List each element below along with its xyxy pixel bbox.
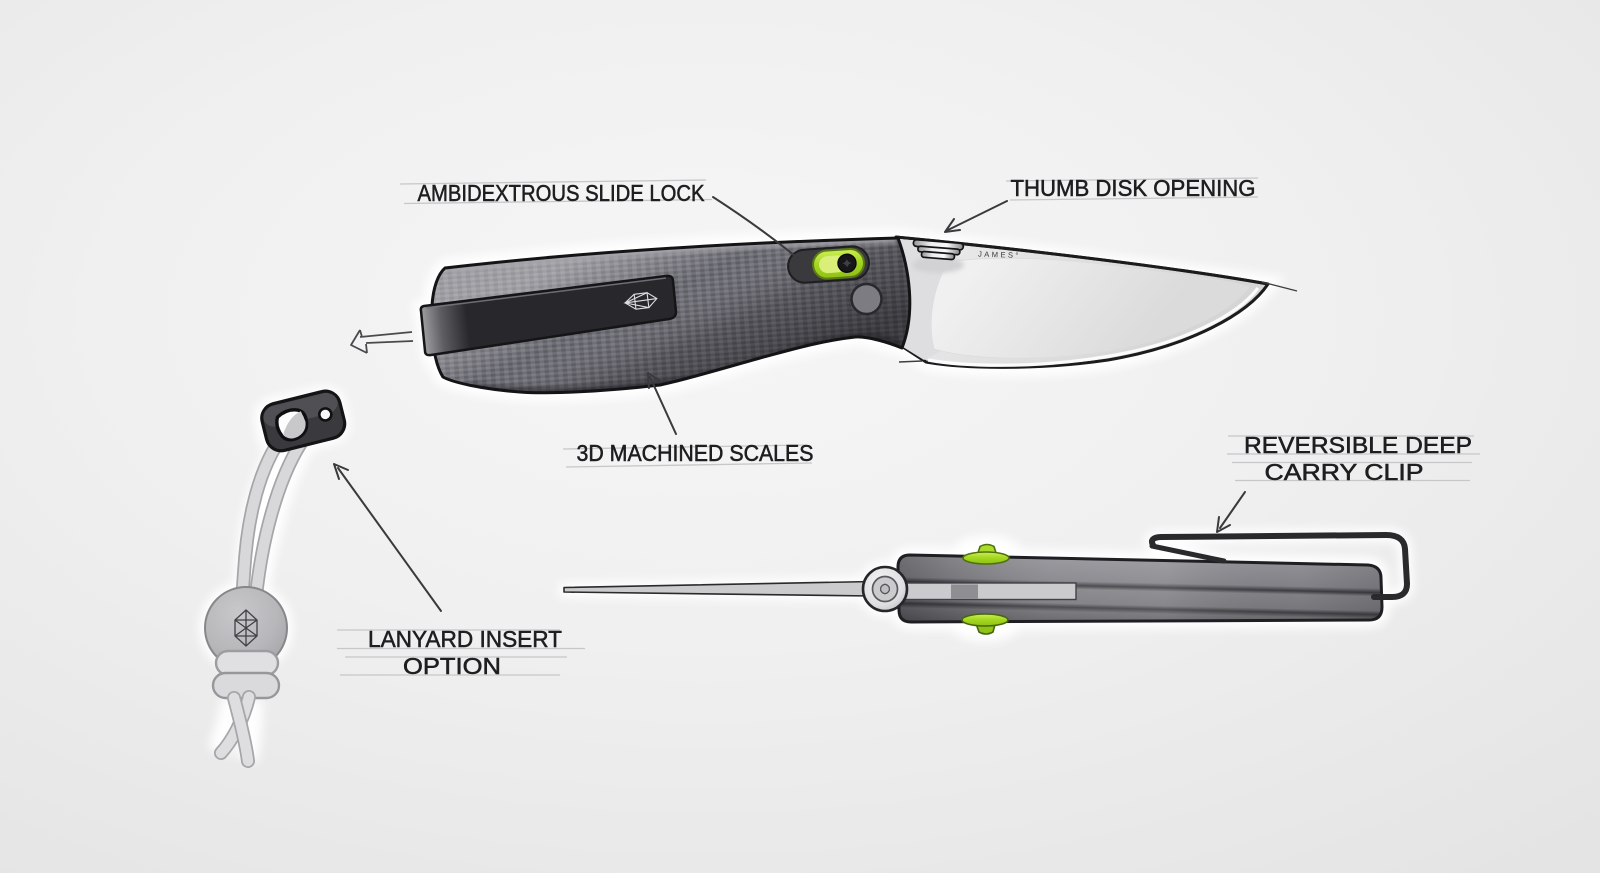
svg-text:LANYARD INSERT: LANYARD INSERT xyxy=(368,626,562,652)
svg-text:3D MACHINED SCALES: 3D MACHINED SCALES xyxy=(577,440,814,466)
svg-text:THUMB DISK OPENING: THUMB DISK OPENING xyxy=(1011,175,1256,201)
svg-text:REVERSIBLE DEEP: REVERSIBLE DEEP xyxy=(1244,432,1472,458)
svg-text:JAMES°: JAMES° xyxy=(978,250,1021,260)
svg-text:AMBIDEXTROUS SLIDE LOCK: AMBIDEXTROUS SLIDE LOCK xyxy=(418,180,706,206)
svg-text:CARRY CLIP: CARRY CLIP xyxy=(1265,459,1424,485)
svg-text:OPTION: OPTION xyxy=(403,653,501,679)
